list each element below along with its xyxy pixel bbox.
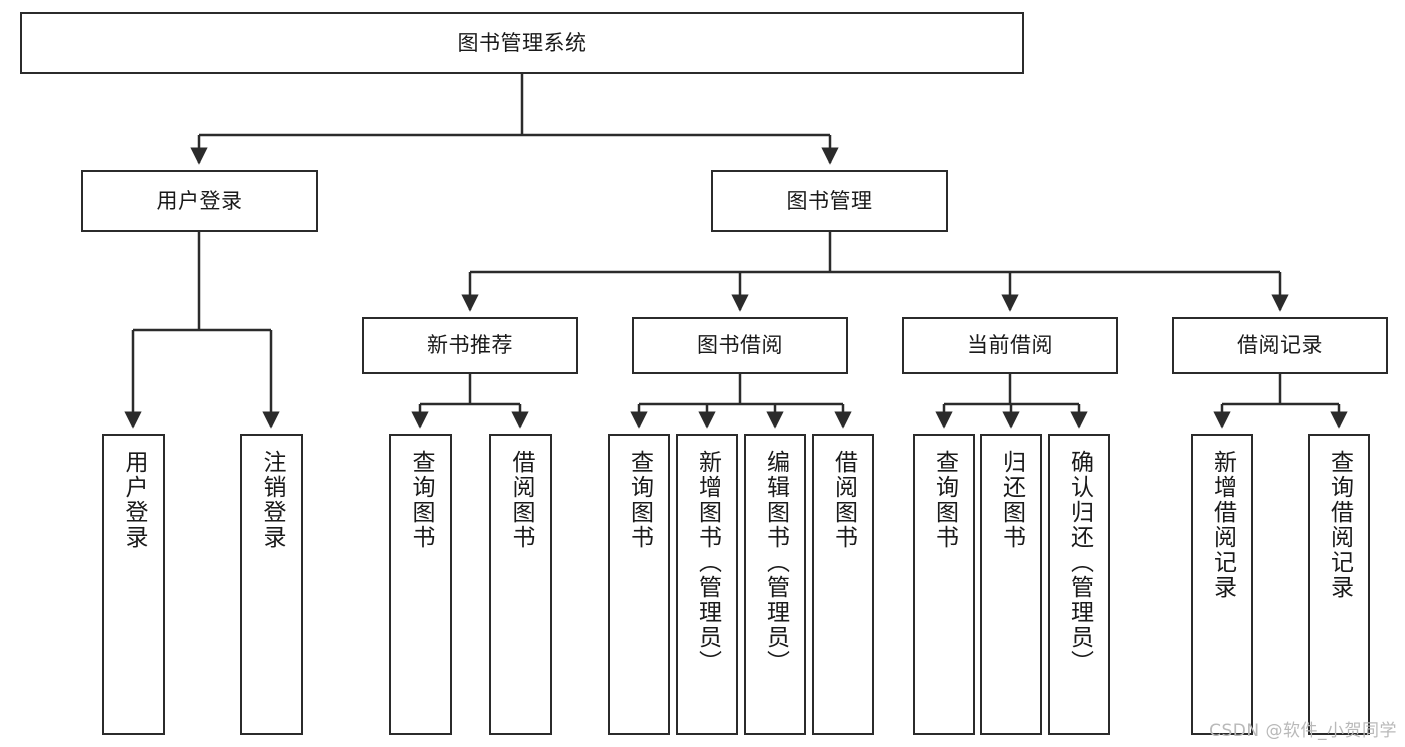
node-root-label: 图书管理系统 [457,30,587,55]
node-new-book-recommend-label: 新书推荐 [427,333,513,358]
node-new-book-recommend[interactable]: 新书推荐 [362,317,578,374]
node-book-management[interactable]: 图书管理 [711,170,948,232]
leaf-record-query[interactable]: 查询借阅记录 [1308,434,1370,735]
node-current-borrow[interactable]: 当前借阅 [902,317,1118,374]
node-user-login-label: 用户登录 [156,188,243,213]
leaf-user-login-logout[interactable]: 注销登录 [240,434,303,735]
node-borrow-record[interactable]: 借阅记录 [1172,317,1388,374]
leaf-current-confirm-return[interactable]: 确认归还（管理员） [1048,434,1110,735]
leaf-record-add-label: 新增借阅记录 [1209,450,1236,600]
leaf-borrow-add-book[interactable]: 新增图书（管理员） [676,434,738,735]
node-book-borrow-label: 图书借阅 [697,333,783,358]
leaf-borrow-edit-book[interactable]: 编辑图书（管理员） [744,434,806,735]
node-book-borrow[interactable]: 图书借阅 [632,317,848,374]
node-book-management-label: 图书管理 [786,188,873,213]
leaf-record-query-label: 查询借阅记录 [1326,450,1353,600]
leaf-current-query-book[interactable]: 查询图书 [913,434,975,735]
leaf-borrow-borrow-book-label: 借阅图书 [830,450,857,550]
node-borrow-record-label: 借阅记录 [1237,333,1323,358]
node-current-borrow-label: 当前借阅 [967,333,1053,358]
leaf-borrow-edit-book-label: 编辑图书（管理员） [762,450,789,675]
leaf-user-login-logout-label: 注销登录 [259,450,285,550]
leaf-current-query-book-label: 查询图书 [931,450,958,550]
node-root[interactable]: 图书管理系统 [20,12,1024,74]
leaf-user-login-login-label: 用户登录 [121,450,147,550]
leaf-current-confirm-return-label: 确认归还（管理员） [1066,450,1093,675]
leaf-borrow-query-book[interactable]: 查询图书 [608,434,670,735]
node-user-login[interactable]: 用户登录 [81,170,318,232]
leaf-new-book-borrow-label: 借阅图书 [508,450,534,550]
csdn-watermark: CSDN @软件_小贺同学 [1209,721,1397,741]
leaf-user-login-login[interactable]: 用户登录 [102,434,165,735]
leaf-borrow-add-book-label: 新增图书（管理员） [694,450,721,675]
leaf-new-book-query[interactable]: 查询图书 [389,434,452,735]
leaf-new-book-query-label: 查询图书 [408,450,434,550]
leaf-new-book-borrow[interactable]: 借阅图书 [489,434,552,735]
leaf-borrow-borrow-book[interactable]: 借阅图书 [812,434,874,735]
leaf-current-return-book[interactable]: 归还图书 [980,434,1042,735]
leaf-current-return-book-label: 归还图书 [998,450,1025,550]
leaf-borrow-query-book-label: 查询图书 [626,450,653,550]
leaf-record-add[interactable]: 新增借阅记录 [1191,434,1253,735]
